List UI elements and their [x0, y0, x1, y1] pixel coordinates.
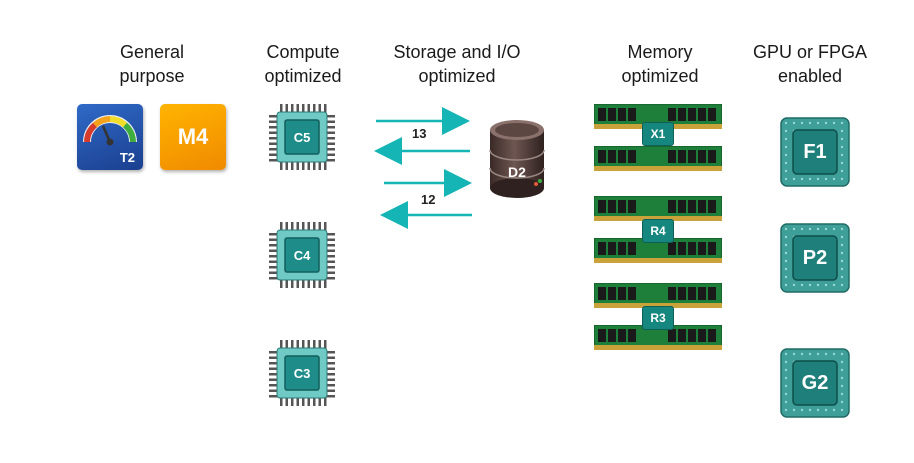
arrow-left-icon: [374, 137, 470, 165]
m4-tile: M4: [160, 104, 226, 170]
memory-label-x1: X1: [642, 122, 674, 146]
cpu-chip-icon: [269, 104, 335, 170]
header-line-2: optimized: [264, 66, 342, 86]
gpu-chip-icon: [780, 223, 850, 293]
io-arrows: [374, 107, 472, 229]
header-line-1: Storage and I/O: [393, 42, 521, 62]
arrow-left-icon: [380, 201, 472, 229]
chip-c5: C5: [269, 104, 335, 170]
header-storage-io-optimized: Storage and I/O optimized: [372, 40, 542, 88]
chip-c4: C4: [269, 222, 335, 288]
ram-module: [593, 324, 723, 351]
memory-label-r3: R3: [642, 306, 674, 330]
d2-database: D2: [488, 118, 554, 200]
cpu-chip-icon: [269, 222, 335, 288]
header-line-2: enabled: [777, 66, 843, 86]
gpu-tile-p2: P2: [780, 223, 850, 293]
header-line-1: Compute: [266, 42, 340, 62]
ram-module: [593, 145, 723, 172]
memory-label-r4: R4: [642, 219, 674, 243]
header-line-1: Memory: [627, 42, 693, 62]
chip-c3: C3: [269, 340, 335, 406]
gpu-tile-g2: G2: [780, 348, 850, 418]
ram-stick-icon: [593, 282, 723, 308]
chip-label: C4: [293, 247, 311, 263]
ram-stick-icon: [593, 195, 723, 221]
gpu-tile-f1: F1: [780, 117, 850, 187]
database-icon: [489, 120, 545, 198]
gauge-icon: [83, 115, 137, 146]
arrow-label-13: 13: [412, 126, 427, 141]
ram-stick-icon: [593, 324, 723, 350]
header-compute-optimized: Compute optimized: [238, 40, 368, 88]
t2-label: T2: [119, 150, 135, 165]
ram-stick-icon: [593, 145, 723, 171]
chip-label: C3: [293, 365, 311, 381]
arrow-right-icon: [384, 169, 472, 197]
header-line-2: purpose: [119, 66, 185, 86]
ram-stick-icon: [593, 237, 723, 263]
header-general-purpose: General purpose: [92, 40, 212, 88]
ram-module: [593, 237, 723, 264]
cpu-chip-icon: [269, 340, 335, 406]
header-memory-optimized: Memory optimized: [592, 40, 728, 88]
gpu-chip-icon: [780, 348, 850, 418]
header-gpu-fpga-enabled: GPU or FPGA enabled: [740, 40, 880, 88]
header-line-2: optimized: [621, 66, 699, 86]
t2-tile: T2: [77, 104, 143, 170]
arrow-right-icon: [376, 107, 470, 135]
d2-label: D2: [508, 164, 526, 180]
ram-module: [593, 195, 723, 222]
gpu-label: F1: [803, 140, 827, 163]
header-line-1: GPU or FPGA: [752, 42, 868, 62]
chip-label: C5: [293, 129, 311, 145]
m4-label: M4: [177, 124, 209, 149]
gpu-label: G2: [801, 371, 829, 394]
ram-module: [593, 282, 723, 309]
header-line-2: optimized: [418, 66, 496, 86]
header-line-1: General: [119, 42, 185, 62]
gpu-label: P2: [802, 246, 828, 269]
gpu-chip-icon: [780, 117, 850, 187]
arrow-label-12: 12: [421, 192, 436, 207]
